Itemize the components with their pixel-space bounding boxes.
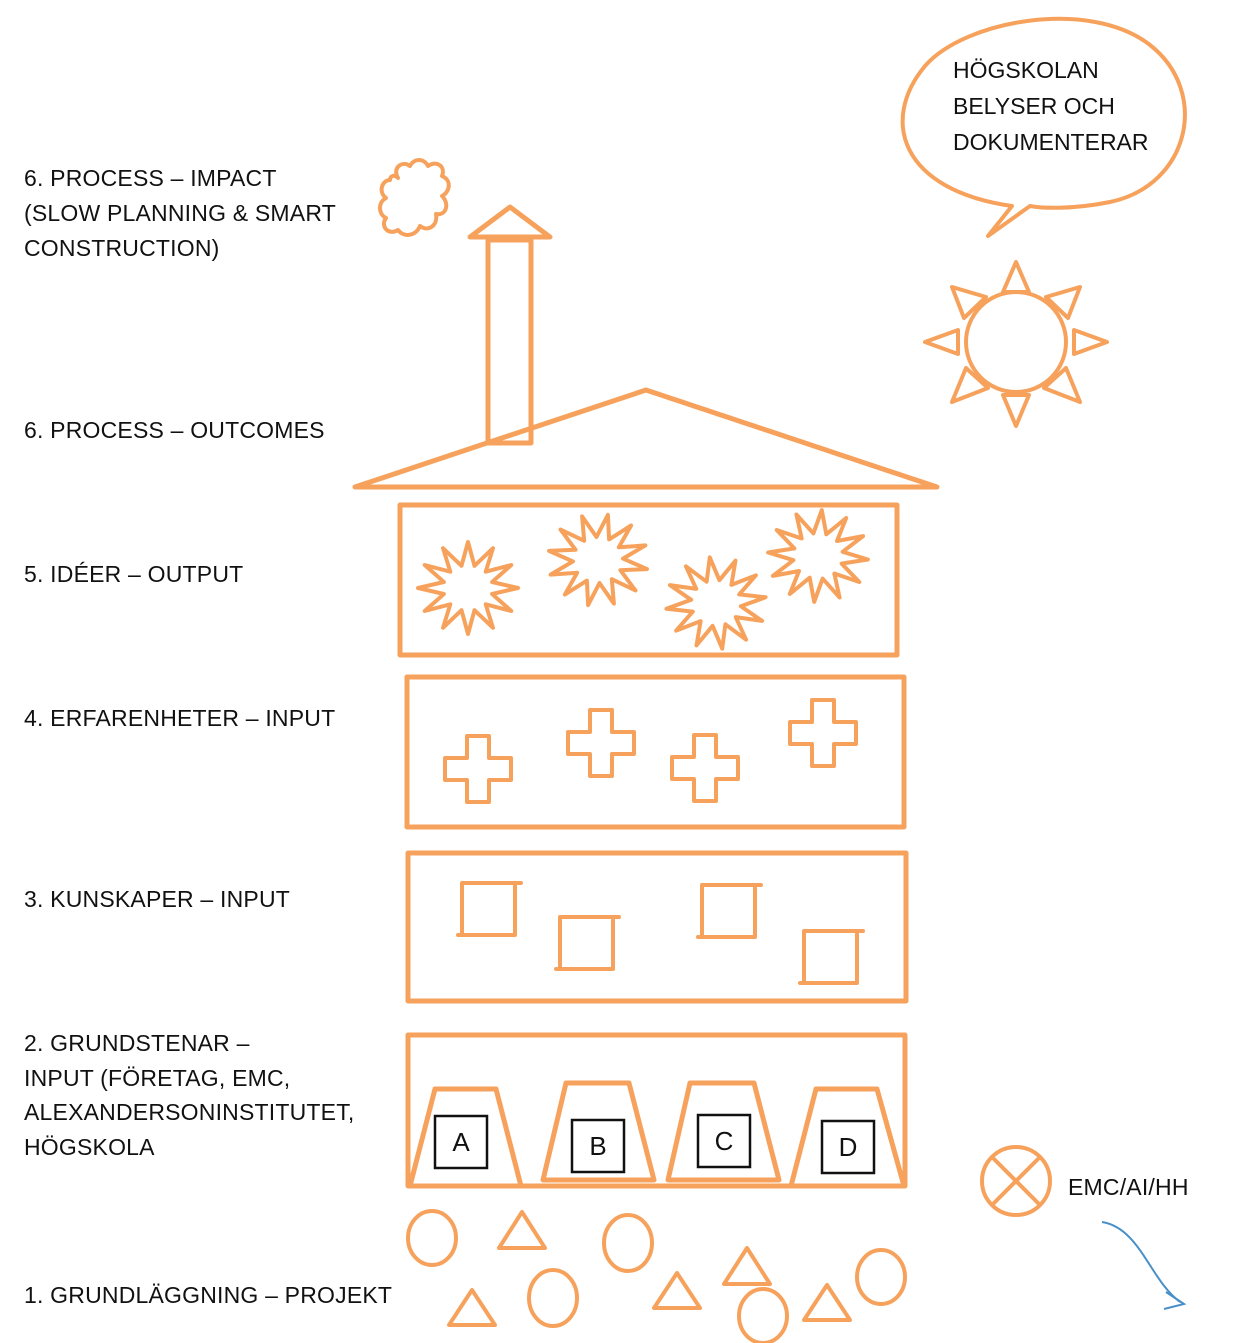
foundation-circle: [602, 1213, 654, 1273]
label-cornerstones: 2. GRUNDSTENAR – INPUT (FÖRETAG, EMC, AL…: [24, 1026, 355, 1164]
legend-label: EMC/AI/HH: [1068, 1174, 1189, 1200]
label-ideas: 5. IDÉER – OUTPUT: [24, 561, 244, 587]
floor-knowledge: [405, 850, 909, 1004]
knowledge-scrolls: [456, 881, 865, 985]
cornerstone-letter: C: [715, 1126, 734, 1156]
cornerstone-letter: D: [839, 1132, 858, 1162]
scroll-icon: [798, 929, 865, 985]
label-impact-line2: (SLOW PLANNING & SMART: [24, 200, 336, 226]
label-cornerstones-line2: INPUT (FÖRETAG, EMC,: [24, 1064, 291, 1091]
starburst-icon: [547, 512, 649, 608]
speech-bubble-line2: BELYSER OCH: [953, 93, 1115, 119]
foundation-triangle: [497, 1210, 547, 1250]
idea-stars: [416, 508, 870, 651]
cornerstone-block: [407, 1086, 524, 1189]
foundation-triangle: [447, 1288, 497, 1327]
label-cornerstones-line3: ALEXANDERSONINSTITUTET,: [24, 1099, 355, 1125]
label-impact-line1: 6. PROCESS – IMPACT: [24, 165, 277, 191]
cornerstone-block: [788, 1086, 907, 1189]
foundation-triangle: [722, 1246, 772, 1286]
circled-x-icon: [980, 1145, 1052, 1217]
scroll-icon: [456, 881, 523, 937]
foundation-circle: [855, 1248, 907, 1306]
label-foundation: 1. GRUNDLÄGGNING – PROJEKT: [24, 1282, 393, 1308]
starburst-icon: [664, 555, 768, 651]
cross-icon: [566, 708, 636, 778]
starburst-icon: [416, 540, 520, 636]
speech-bubble: [900, 16, 1187, 238]
foundation-circle: [737, 1287, 789, 1343]
cross-icon: [443, 734, 513, 804]
cornerstone-label-box: [570, 1118, 626, 1174]
cross-icon: [670, 733, 740, 803]
starburst-icon: [766, 508, 870, 604]
cornerstone-label-box: [820, 1119, 876, 1175]
chimney: [467, 204, 553, 446]
speech-bubble-line1: HÖGSKOLAN: [953, 57, 1099, 83]
foundation-circle: [406, 1209, 458, 1267]
curved-arrow-icon: [1101, 1221, 1187, 1310]
foundation-triangle: [652, 1271, 702, 1310]
label-cornerstones-line4: HÖGSKOLA: [24, 1133, 155, 1160]
sun-icon: [923, 260, 1109, 428]
scroll-icon: [554, 915, 621, 971]
cornerstone-blocks: A B C D: [407, 1080, 907, 1189]
foundation-triangle: [802, 1283, 852, 1322]
cornerstone-letter: B: [589, 1131, 606, 1161]
speech-bubble-text: HÖGSKOLAN BELYSER OCH DOKUMENTERAR: [953, 52, 1149, 160]
speech-bubble-line3: DOKUMENTERAR: [953, 129, 1149, 155]
label-cornerstones-line1: 2. GRUNDSTENAR –: [24, 1030, 250, 1056]
cornerstone-block: [540, 1080, 657, 1183]
label-impact: 6. PROCESS – IMPACT (SLOW PLANNING & SMA…: [24, 161, 336, 266]
scroll-icon: [696, 883, 763, 939]
label-experiences: 4. ERFARENHETER – INPUT: [24, 705, 336, 731]
label-impact-line3: CONSTRUCTION): [24, 235, 220, 261]
cornerstone-block: [665, 1080, 782, 1183]
cornerstone-letter: A: [452, 1127, 470, 1157]
floor-experiences: [404, 674, 907, 830]
roof: [352, 387, 940, 490]
smoke-cloud-icon: [378, 158, 451, 237]
label-outcomes: 6. PROCESS – OUTCOMES: [24, 417, 325, 443]
cornerstone-label-box: [696, 1113, 752, 1169]
foundation-circle: [527, 1268, 579, 1328]
floor-cornerstones: [405, 1032, 908, 1189]
cornerstone-label-box: [433, 1114, 489, 1170]
cross-icon: [788, 698, 858, 768]
experience-crosses: [443, 698, 858, 804]
label-knowledge: 3. KUNSKAPER – INPUT: [24, 886, 291, 912]
floor-ideas: [397, 502, 900, 658]
foundation-shapes: [406, 1209, 907, 1343]
